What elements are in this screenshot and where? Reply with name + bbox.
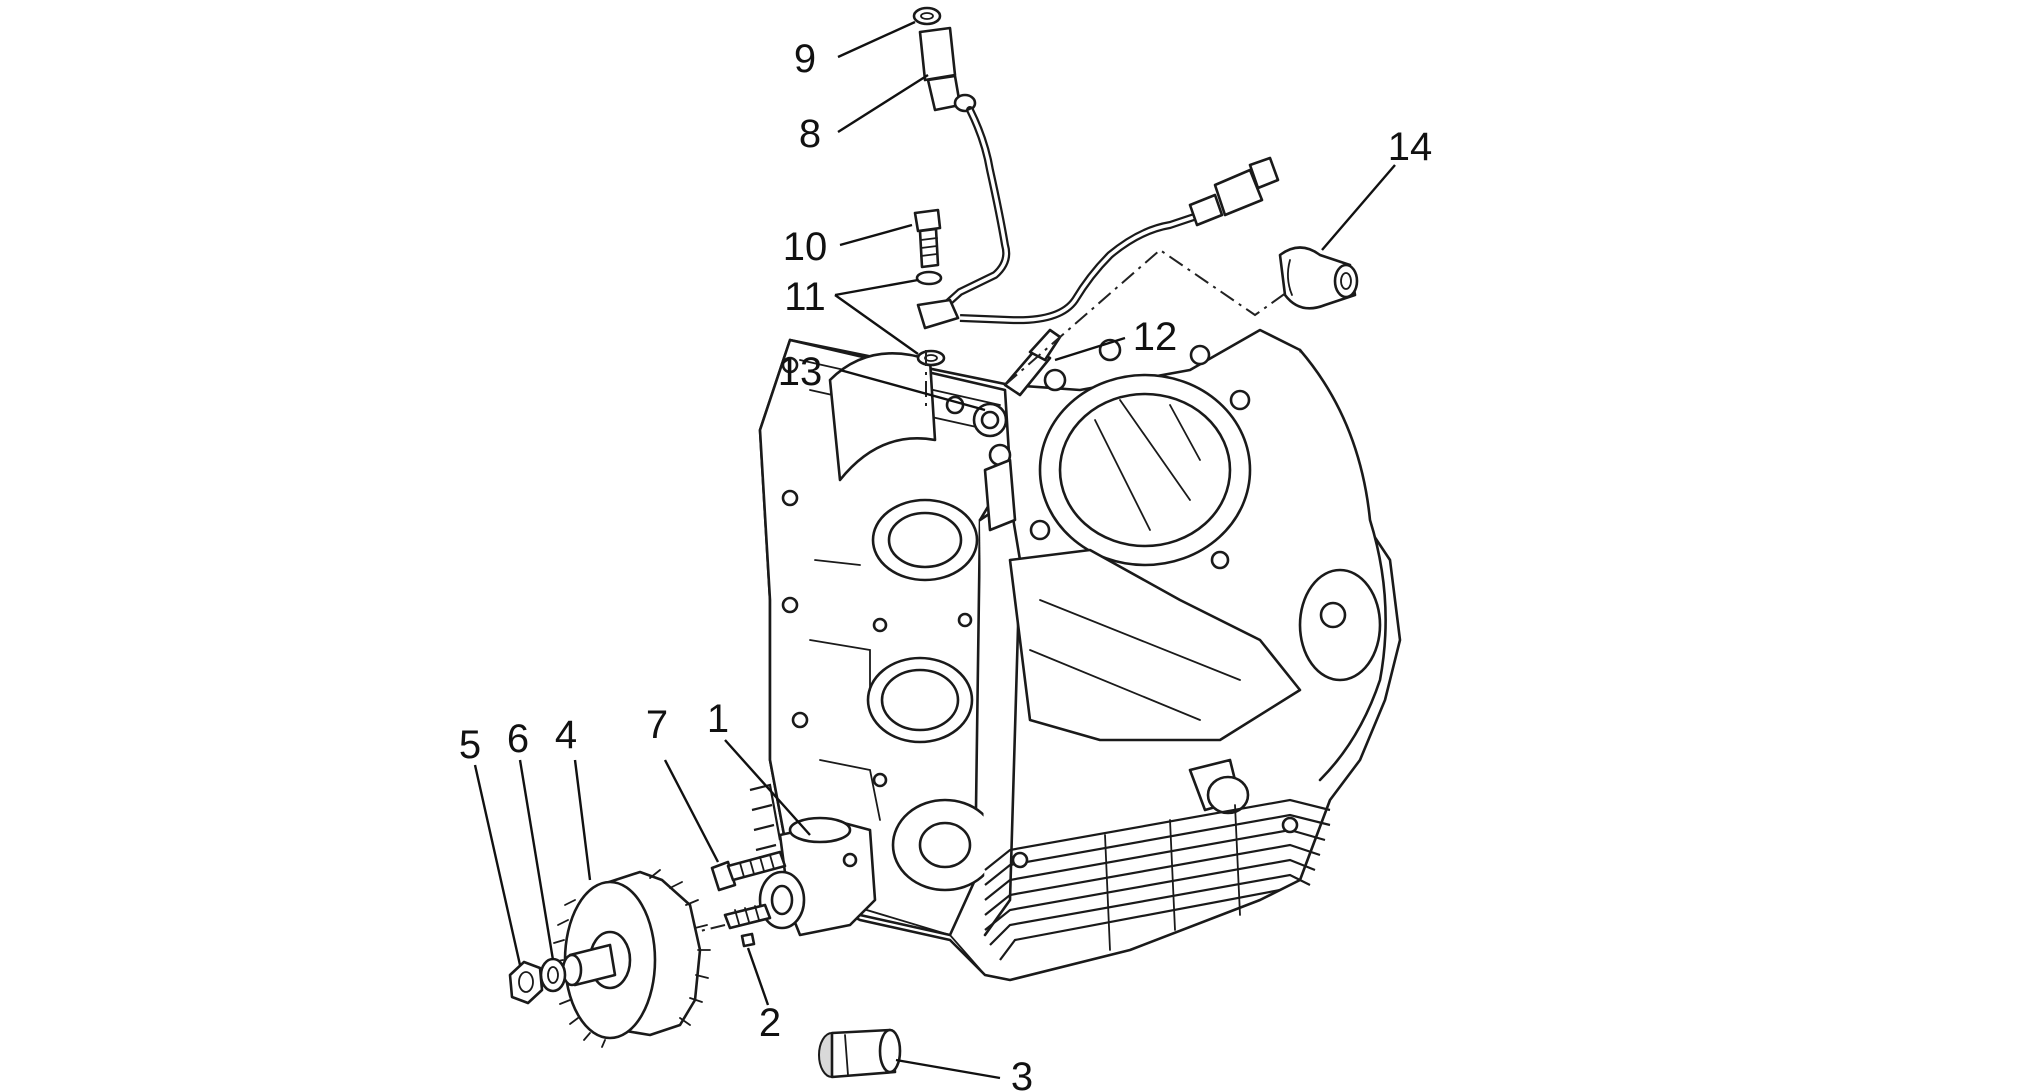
screw-7 bbox=[710, 850, 787, 892]
callout-9: 9 bbox=[794, 37, 816, 81]
nut-5 bbox=[508, 960, 544, 1005]
fitting-8 bbox=[918, 26, 957, 82]
washer-11-bottom bbox=[916, 349, 946, 367]
cap-14 bbox=[1278, 246, 1359, 310]
callout-2: 2 bbox=[759, 1001, 781, 1045]
callout-10: 10 bbox=[783, 225, 828, 269]
gear-4 bbox=[552, 869, 711, 1048]
callout-13: 13 bbox=[778, 350, 823, 394]
callout-5: 5 bbox=[459, 723, 481, 767]
callout-12: 12 bbox=[1133, 315, 1178, 359]
banjo-union bbox=[916, 298, 960, 330]
pin-2 bbox=[740, 932, 756, 948]
oil-pump-1 bbox=[758, 816, 877, 937]
callout-3: 3 bbox=[1011, 1055, 1033, 1091]
callout-7: 7 bbox=[646, 703, 668, 747]
banjo-bolt-10 bbox=[913, 208, 942, 233]
washer-11-top bbox=[915, 270, 943, 286]
callout-1: 1 bbox=[707, 697, 729, 741]
crankcase bbox=[749, 328, 1402, 982]
pump-shaft bbox=[723, 903, 772, 930]
sensor-12 bbox=[1003, 348, 1052, 397]
callout-labels: 9 8 10 11 12 13 14 1 7 4 6 5 2 3 bbox=[459, 37, 1432, 1091]
callout-11: 11 bbox=[784, 275, 826, 319]
washer-9 bbox=[912, 6, 942, 26]
sleeve-3 bbox=[818, 1028, 902, 1079]
callout-14: 14 bbox=[1388, 125, 1433, 169]
callout-8: 8 bbox=[799, 112, 821, 156]
leader-dash-14 bbox=[1004, 248, 1291, 386]
washer-6 bbox=[539, 957, 567, 993]
callout-6: 6 bbox=[507, 717, 529, 761]
callout-4: 4 bbox=[555, 713, 577, 757]
leader-lines bbox=[473, 20, 1396, 1080]
oil-pipe bbox=[912, 6, 1280, 410]
